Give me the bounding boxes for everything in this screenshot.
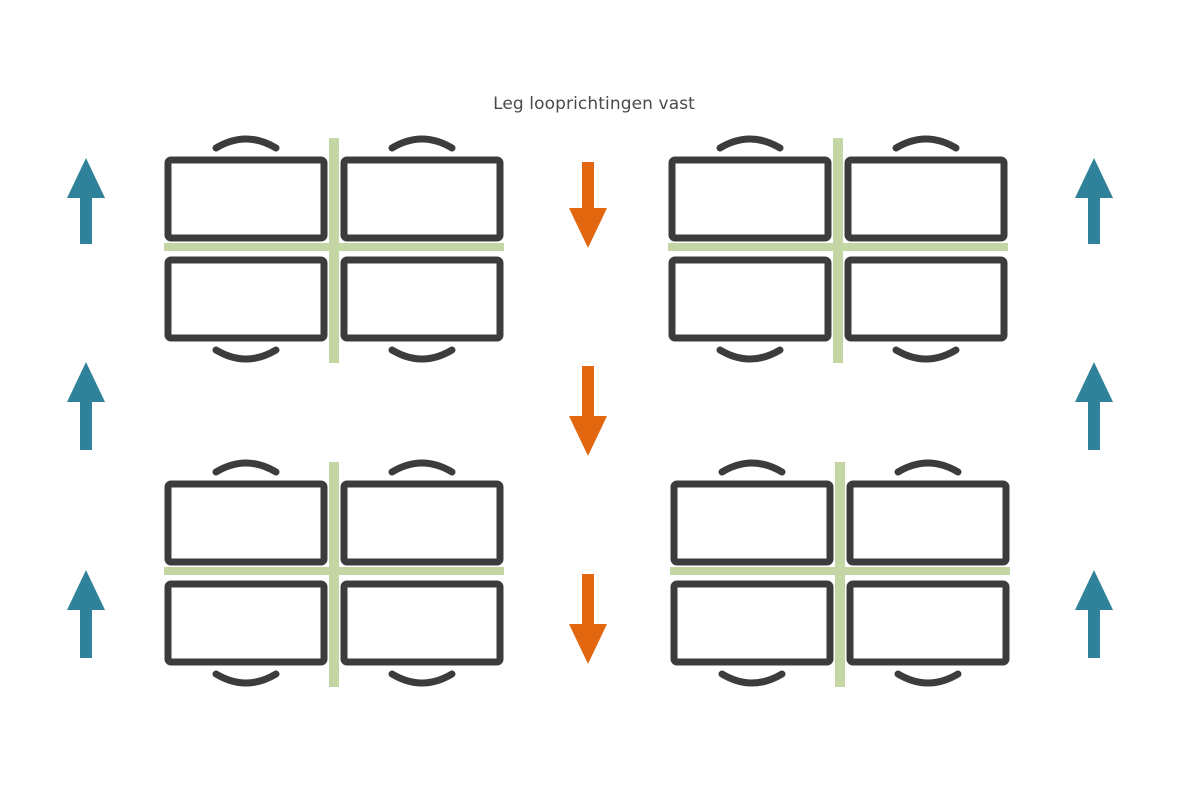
desk-bottom-left [164, 256, 328, 342]
arrow-up-icon-right-2 [1075, 362, 1113, 450]
chair-bottom-right [892, 346, 960, 363]
chair-bottom-right [388, 346, 456, 363]
desk-cluster-top-right [668, 135, 1008, 363]
arrow-up-icon-left-3 [67, 570, 105, 658]
divider-vertical [329, 138, 339, 363]
divider-vertical [329, 462, 339, 687]
desk-top-left [164, 480, 328, 566]
desk-cluster-bottom-left [164, 459, 504, 687]
desk-cluster-top-left [164, 135, 504, 363]
divider-vertical [835, 462, 845, 687]
desk-bottom-left [164, 580, 328, 666]
chair-top-right [894, 459, 962, 476]
desk-top-right [340, 480, 504, 566]
chair-bottom-right [894, 670, 962, 687]
desk-top-right [340, 156, 504, 242]
desk-bottom-right [846, 580, 1010, 666]
chair-top-left [718, 459, 786, 476]
arrow-down-icon-center-3 [569, 574, 607, 664]
desk-bottom-right [340, 580, 504, 666]
arrow-up-icon-left-2 [67, 362, 105, 450]
desk-top-left [164, 156, 328, 242]
diagram-title: Leg looprichtingen vast [493, 94, 695, 114]
desk-cluster-bottom-right [670, 459, 1010, 687]
arrow-down-icon-center-1 [569, 162, 607, 248]
chair-bottom-right [388, 670, 456, 687]
arrow-down-icon-center-2 [569, 366, 607, 456]
desk-top-left [668, 156, 832, 242]
desk-top-right [844, 156, 1008, 242]
chair-bottom-left [212, 670, 280, 687]
arrow-up-icon-right-1 [1075, 158, 1113, 244]
desk-bottom-right [844, 256, 1008, 342]
desk-bottom-right [340, 256, 504, 342]
desk-bottom-left [670, 580, 834, 666]
divider-vertical [833, 138, 843, 363]
desk-bottom-left [668, 256, 832, 342]
chair-top-right [388, 135, 456, 152]
chair-top-left [716, 135, 784, 152]
chair-bottom-left [716, 346, 784, 363]
chair-top-left [212, 135, 280, 152]
arrow-up-icon-left-1 [67, 158, 105, 244]
desk-top-left [670, 480, 834, 566]
chair-bottom-left [212, 346, 280, 363]
chair-top-left [212, 459, 280, 476]
chair-bottom-left [718, 670, 786, 687]
arrow-up-icon-right-3 [1075, 570, 1113, 658]
chair-top-right [892, 135, 960, 152]
desk-top-right [846, 480, 1010, 566]
chair-top-right [388, 459, 456, 476]
